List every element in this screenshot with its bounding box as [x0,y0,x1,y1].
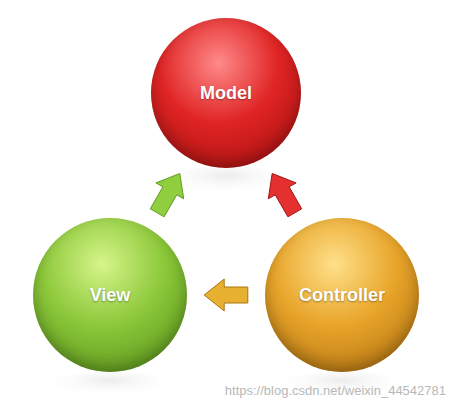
node-label: Controller [299,285,385,306]
model-sphere: Model [151,18,301,168]
view-sphere: View [33,218,187,372]
flow-arrow [268,174,301,217]
controller-sphere: Controller [265,218,419,372]
node-label: Model [200,83,252,104]
node-label: View [90,285,131,306]
flow-arrow [150,174,183,217]
reflection [48,372,172,400]
flow-arrow [204,279,248,311]
watermark: https://blog.csdn.net/weixin_44542781 [225,383,446,398]
